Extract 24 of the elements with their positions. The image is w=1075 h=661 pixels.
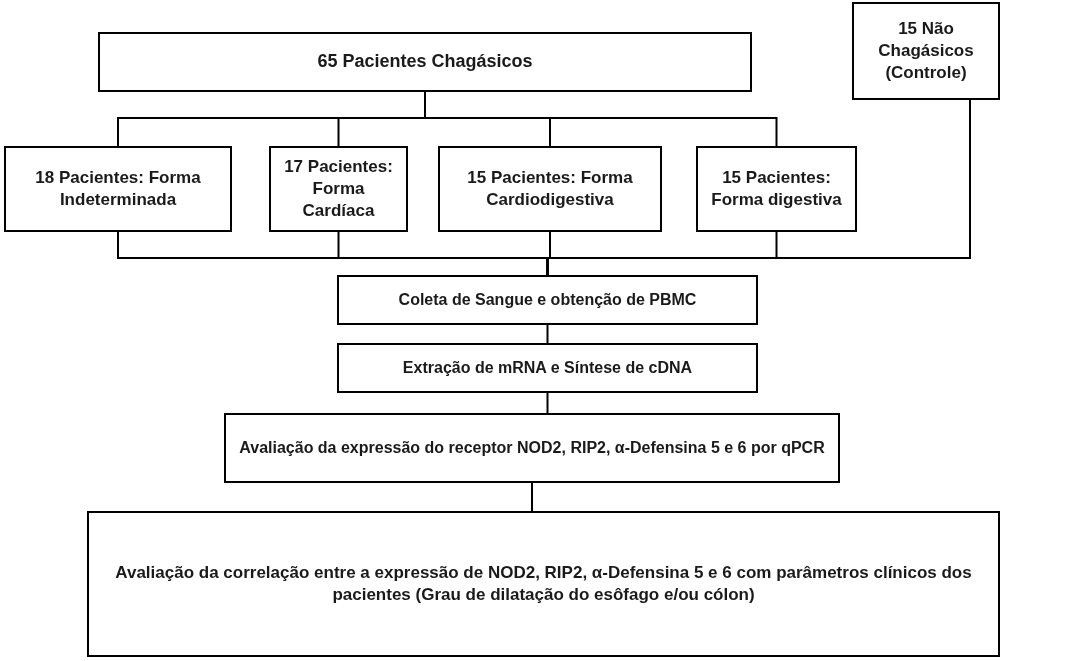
process-box [438,146,662,232]
box-text: 17 Pacientes: Forma Cardíaca [283,155,394,223]
process-box [337,275,758,325]
process-box [98,32,752,92]
connector-line [546,392,549,414]
box-text: Avaliação da correlação entre a expressão de NOD2, RIP2, α-Defensina 5 e 6 com parâmetros clínicos dos pacientes (Grau de dilatação do esôfago e/ou cólon) [114,561,973,606]
box-text: 18 Pacientes: Forma Indeterminada [34,166,202,211]
process-box [696,146,857,232]
box-text: Coleta de Sangue e obtenção de PBMC [398,289,697,310]
connector-line [531,482,533,512]
process-box [87,511,1000,657]
process-box [337,343,758,393]
box-text: 65 Pacientes Chagásicos [317,50,533,74]
process-box [852,2,1000,100]
connector-line [546,324,549,344]
box-text: Avaliação da expressão do receptor NOD2, RIP2, α-Defensina 5 e 6 por qPCR [239,437,825,458]
connector-line [546,99,971,276]
box-text: 15 Pacientes: Forma Cardiodigestiva [466,166,634,211]
box-text: 15 Pacientes: Forma digestiva [710,166,843,211]
box-text: 15 Não Chagásicos (Controle) [877,17,975,85]
box-text: Extração de mRNA e Síntese de cDNA [402,357,693,378]
process-box [4,146,232,232]
process-box [269,146,408,232]
process-box [224,413,840,483]
